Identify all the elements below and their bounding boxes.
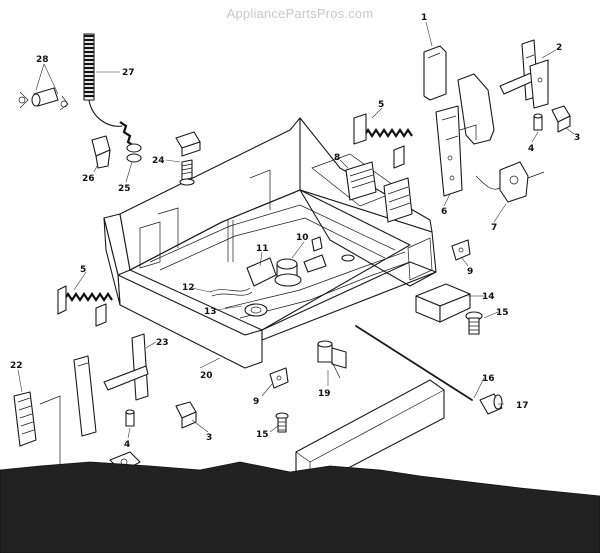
callout-4-upper[interactable]: 4: [528, 144, 534, 154]
clip-lower: [175, 401, 197, 429]
clip-right: [451, 239, 471, 261]
callout-5-lower[interactable]: 5: [80, 265, 86, 275]
callout-3-upper[interactable]: 3: [574, 133, 580, 143]
clip-upper: [551, 105, 571, 133]
spring-lower: [57, 285, 113, 327]
callout-22[interactable]: 22: [10, 361, 23, 371]
switch-upper: [533, 113, 543, 131]
leader-lines: [17, 21, 575, 439]
callout-4-lower[interactable]: 4: [124, 440, 130, 450]
terminal-block: [345, 161, 413, 223]
callout-8[interactable]: 8: [334, 153, 340, 163]
door-hinge: [475, 161, 545, 203]
screw-right: [465, 311, 483, 335]
callout-2[interactable]: 2: [556, 43, 562, 53]
spring-upper: [353, 113, 413, 169]
callout-20[interactable]: 20: [200, 371, 213, 381]
callout-26[interactable]: 26: [82, 174, 95, 184]
callout-11[interactable]: 11: [256, 244, 269, 254]
callout-19[interactable]: 19: [318, 389, 331, 399]
screw-lower: [275, 412, 289, 433]
callout-17[interactable]: 17: [516, 401, 529, 411]
callout-28[interactable]: 28: [36, 55, 49, 65]
callout-7[interactable]: 7: [491, 223, 497, 233]
callout-13[interactable]: 13: [204, 307, 217, 317]
scan-shadow: [0, 461, 600, 553]
drain-hose: [83, 33, 135, 147]
callout-24[interactable]: 24: [152, 156, 165, 166]
callout-6[interactable]: 6: [441, 207, 447, 217]
callout-25[interactable]: 25: [118, 184, 131, 194]
switch-lower: [125, 409, 135, 427]
knob: [479, 393, 503, 415]
callout-9-center[interactable]: 9: [253, 397, 259, 407]
callout-15-lower[interactable]: 15: [256, 430, 269, 440]
callout-10[interactable]: 10: [296, 233, 309, 243]
callout-23[interactable]: 23: [156, 338, 169, 348]
inlet-valve: [317, 340, 347, 379]
screw-and-block: [175, 131, 201, 186]
callout-1[interactable]: 1: [421, 13, 427, 23]
callout-3-lower[interactable]: 3: [206, 433, 212, 443]
hinge-bracket: [423, 45, 495, 197]
callout-9-right[interactable]: 9: [467, 267, 473, 277]
pump-assembly: [209, 236, 355, 317]
side-panel: [13, 391, 61, 479]
watermark: AppliancePartsPros.com: [226, 6, 374, 21]
callout-5-upper[interactable]: 5: [378, 100, 384, 110]
callout-14[interactable]: 14: [482, 292, 495, 302]
hose-clamp: [126, 143, 142, 163]
callout-27[interactable]: 27: [122, 68, 135, 78]
callout-labels: 1 2 3 3 4 4 5 5 6 7 8 9 9 10 11 12 13 14…: [10, 13, 580, 450]
mounting-bracket: [415, 283, 471, 323]
bracket-right: [499, 39, 549, 109]
callout-16[interactable]: 16: [482, 374, 495, 384]
hose-fitting: [18, 87, 69, 111]
bracket-left: [73, 333, 149, 437]
callout-12[interactable]: 12: [182, 283, 195, 293]
callout-15-right[interactable]: 15: [496, 308, 509, 318]
clip-center: [269, 367, 289, 389]
rod: [355, 325, 473, 401]
hose-connector: [91, 135, 111, 169]
